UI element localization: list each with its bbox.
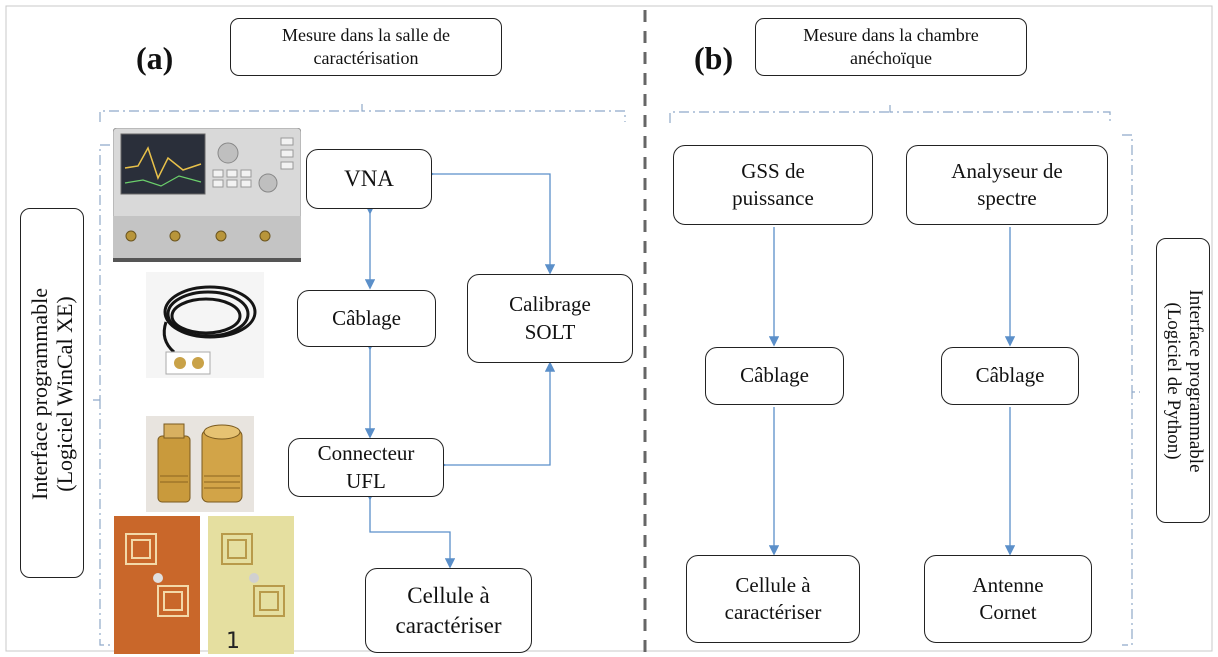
brace-right-b	[1122, 134, 1140, 646]
node-vna: VNA	[306, 149, 432, 209]
node-cellule-b: Cellule à caractériser	[686, 555, 860, 643]
node-cellule-a: Cellule à caractériser	[365, 568, 532, 653]
arrow-connecteur-cellule	[364, 490, 456, 569]
outer-frame	[5, 5, 1213, 652]
panel-a-side-box	[20, 208, 84, 578]
panel-b-header: Mesure dans la chambre anéchoïque	[755, 18, 1027, 76]
brace-left-a	[92, 144, 110, 646]
vna-instrument-photo	[113, 128, 301, 262]
arrow-connecteur-calibrage	[436, 361, 556, 471]
brace-top-a	[99, 104, 626, 122]
panel-b-label: (b)	[694, 40, 734, 76]
node-cablage-b-right: Câblage	[941, 347, 1079, 405]
node-calibrage-solt: Calibrage SOLT	[467, 274, 633, 363]
pcb-handwritten-number: 1	[226, 629, 240, 654]
sma-connectors-photo	[146, 416, 254, 512]
node-cablage-b-left: Câblage	[705, 347, 844, 405]
arrow-vna-calibrage	[424, 168, 556, 275]
panel-a-header: Mesure dans la salle de caractérisation	[230, 18, 502, 76]
coax-cable-photo	[146, 272, 264, 378]
panel-a-label: (a)	[136, 40, 174, 76]
panel-a-side-label: Interface programmable (Logiciel WinCal …	[27, 288, 78, 500]
pcb-cells-photo: 1	[114, 516, 294, 654]
panel-b-side-label: Interface programmable (Logiciel de Pyth…	[1163, 289, 1206, 473]
node-cablage-a: Câblage	[297, 290, 436, 347]
node-connecteur-ufl: Connecteur UFL	[288, 438, 444, 497]
node-antenne-cornet: Antenne Cornet	[924, 555, 1092, 643]
node-gss-puissance: GSS de puissance	[673, 145, 873, 225]
panel-b-side-box	[1156, 238, 1210, 523]
brace-top-b	[669, 104, 1111, 123]
node-analyseur-spectre: Analyseur de spectre	[906, 145, 1108, 225]
